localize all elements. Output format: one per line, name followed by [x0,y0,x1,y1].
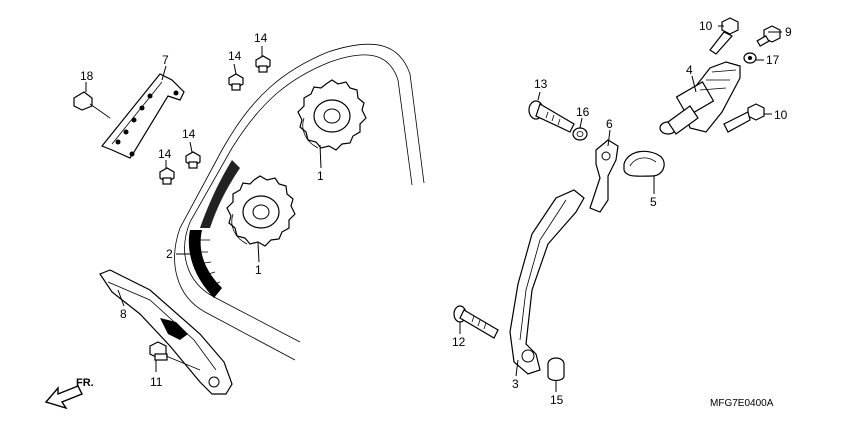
diagram-code: MFG7E0400A [710,398,774,409]
callout-17: 17 [766,53,780,67]
bolt-14-d[interactable] [159,167,175,185]
callout-10-right: 10 [774,108,788,122]
callout-1-lower: 1 [255,263,262,277]
callout-14-a: 14 [228,49,242,63]
bolt-14-c[interactable] [185,151,201,169]
collar-15[interactable] [547,357,565,382]
callout-12: 12 [452,335,466,349]
callout-14-c: 14 [182,127,196,141]
callout-14-d: 14 [158,147,172,161]
callout-10-upper: 10 [699,19,713,33]
chain-guide-bracket[interactable] [101,73,185,159]
cam-chain[interactable] [174,43,425,361]
pivot-bolt-13[interactable] [528,100,575,133]
bolt-14-b[interactable] [255,55,271,73]
callout-15: 15 [550,393,564,407]
callout-1-upper: 1 [317,169,324,183]
callout-3: 3 [512,377,519,391]
bolt-14-a[interactable] [228,73,244,91]
callout-11: 11 [150,375,163,389]
callout-4: 4 [686,63,693,77]
leader-lines [85,25,782,392]
cam-sprocket-upper[interactable] [297,79,367,151]
bolt-12[interactable] [453,305,499,339]
tensioner-lifter[interactable] [659,61,741,135]
callout-9: 9 [785,25,792,39]
callout-7: 7 [162,53,169,67]
bolt-10-right[interactable] [723,103,765,133]
callout-labels: 1 1 2 3 4 5 6 7 8 9 10 10 11 12 13 14 14… [80,19,792,407]
callout-6: 6 [606,117,613,131]
tensioner-bracket[interactable] [589,139,619,213]
cam-sprocket-lower[interactable] [226,175,296,247]
bolt-9[interactable] [756,25,781,47]
callout-14-b: 14 [254,31,268,45]
callout-5: 5 [650,195,657,209]
bolt-18[interactable] [73,91,111,119]
callout-18: 18 [80,69,94,83]
callout-8: 8 [120,307,127,321]
spring-clip[interactable] [623,150,665,177]
callout-2: 2 [166,247,173,261]
washer-16[interactable] [572,127,588,141]
front-direction-arrow: FR. [44,377,94,410]
cam-chain-guide[interactable] [99,269,233,395]
direction-label: FR. [76,377,94,389]
tensioner-arm[interactable] [509,189,585,375]
callout-16: 16 [576,105,590,119]
bolt-11[interactable] [149,341,201,371]
washer-17[interactable] [743,52,757,64]
callout-13: 13 [534,77,548,91]
bolt-10-upper[interactable] [709,17,739,55]
